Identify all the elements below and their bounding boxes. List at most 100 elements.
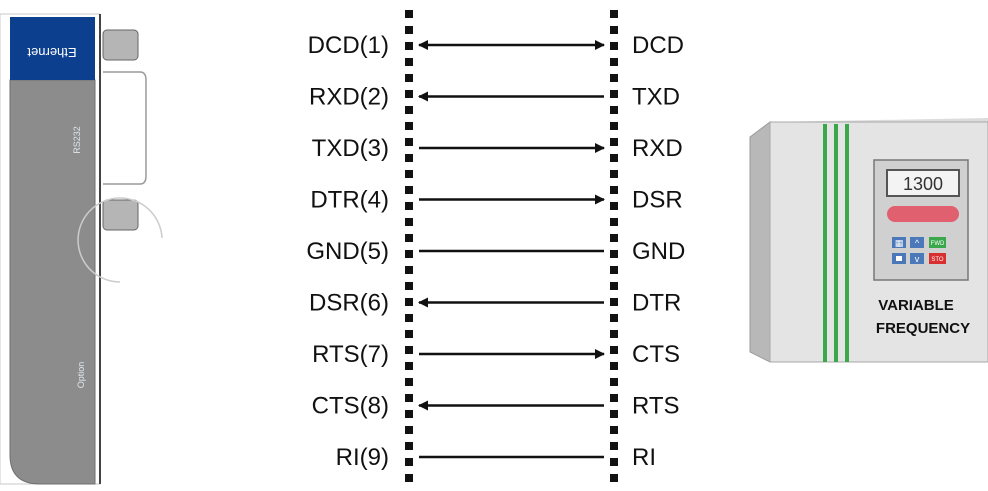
vfd-up-button bbox=[910, 237, 924, 248]
dot bbox=[610, 474, 618, 482]
vfd-stripe bbox=[845, 124, 849, 362]
dot bbox=[610, 330, 618, 338]
dot bbox=[610, 298, 618, 306]
vfd-menu-button bbox=[892, 237, 906, 248]
right-pin-label: DTR bbox=[632, 290, 681, 317]
ethernet-port bbox=[102, 29, 139, 61]
dot bbox=[405, 10, 413, 18]
vfd-display-value: 1300 bbox=[903, 174, 943, 194]
dot bbox=[405, 234, 413, 242]
dot bbox=[405, 138, 413, 146]
dot bbox=[405, 250, 413, 258]
left-pin-label: GND(5) bbox=[306, 238, 389, 265]
dot bbox=[405, 74, 413, 82]
chevron-up-icon: ^ bbox=[915, 238, 920, 248]
dot bbox=[610, 410, 618, 418]
right-pin-label: RXD bbox=[632, 135, 683, 162]
dot bbox=[610, 154, 618, 162]
option-label: Option bbox=[76, 362, 86, 389]
variable-frequency-drive: 1300 ▦ ^ FWD v STO VARIABLE FREQUENCY bbox=[749, 118, 988, 363]
dot bbox=[405, 458, 413, 466]
dot bbox=[610, 202, 618, 210]
dot bbox=[610, 442, 618, 450]
dot bbox=[610, 58, 618, 66]
rs232-label: RS232 bbox=[72, 126, 82, 154]
left-pin-label: DTR(4) bbox=[310, 187, 389, 214]
left-pin-label: RI(9) bbox=[336, 444, 389, 471]
dot bbox=[405, 106, 413, 114]
dot bbox=[610, 74, 618, 82]
dot bbox=[610, 234, 618, 242]
right-pin-label: GND bbox=[632, 238, 685, 265]
right-pin-label: CTS bbox=[632, 341, 680, 368]
dot bbox=[610, 458, 618, 466]
dot bbox=[405, 394, 413, 402]
vfd-stripe bbox=[823, 124, 827, 362]
left-pin-label: RTS(7) bbox=[312, 341, 389, 368]
dot bbox=[610, 346, 618, 354]
right-column-dots bbox=[610, 10, 618, 482]
ethernet-label: Ethernet bbox=[27, 45, 77, 60]
vfd-label-line1: VARIABLE bbox=[878, 297, 954, 314]
dot bbox=[610, 282, 618, 290]
dot bbox=[405, 442, 413, 450]
cable-curve bbox=[77, 197, 163, 283]
left-pin-label: DCD(1) bbox=[308, 32, 389, 59]
device-body bbox=[9, 79, 96, 485]
dot bbox=[610, 314, 618, 322]
right-pin-label: RTS bbox=[632, 393, 680, 420]
dot bbox=[610, 138, 618, 146]
vfd-down-button bbox=[910, 253, 924, 264]
pin-row: DCD(1)DCD bbox=[308, 32, 684, 59]
dot bbox=[610, 106, 618, 114]
left-pin-label: TXD(3) bbox=[312, 135, 389, 162]
dot bbox=[405, 346, 413, 354]
right-pin-label: DSR bbox=[632, 187, 683, 214]
vfd-display bbox=[886, 169, 960, 197]
left-pin-label: CTS(8) bbox=[312, 393, 389, 420]
dot bbox=[405, 330, 413, 338]
dot bbox=[610, 394, 618, 402]
pin-row: RXD(2) TXD bbox=[309, 84, 680, 111]
dot bbox=[405, 298, 413, 306]
dot bbox=[405, 90, 413, 98]
dot bbox=[610, 42, 618, 50]
vfd-side bbox=[749, 121, 771, 363]
dot bbox=[405, 474, 413, 482]
serial-gateway-device: Ethernet RS232 Option bbox=[0, 13, 163, 485]
right-pin-label: TXD bbox=[632, 84, 680, 111]
pin-row: TXD(3) RXD bbox=[312, 135, 683, 162]
dot bbox=[610, 378, 618, 386]
dot bbox=[405, 154, 413, 162]
vfd-fwd-button bbox=[929, 237, 946, 248]
vfd-fwd-label: FWD bbox=[931, 241, 945, 247]
square-icon bbox=[896, 256, 902, 261]
dot bbox=[610, 186, 618, 194]
dot bbox=[610, 426, 618, 434]
vfd-label-line2: FREQUENCY bbox=[876, 320, 970, 337]
dot bbox=[610, 26, 618, 34]
dot bbox=[405, 426, 413, 434]
right-pin-label: RI bbox=[632, 444, 656, 471]
pin-row: DTR(4) DSR bbox=[310, 187, 682, 214]
left-pin-label: DSR(6) bbox=[309, 290, 389, 317]
pin-row: CTS(8) RTS bbox=[312, 393, 680, 420]
vfd-stripe bbox=[834, 124, 838, 362]
dot bbox=[610, 266, 618, 274]
dot bbox=[405, 266, 413, 274]
dot bbox=[610, 218, 618, 226]
dot bbox=[405, 186, 413, 194]
dot bbox=[405, 58, 413, 66]
pin-row: DSR(6) DTR bbox=[309, 290, 681, 317]
left-column-dots bbox=[405, 10, 413, 482]
option-port bbox=[102, 199, 139, 231]
vfd-stop-label: STO bbox=[931, 257, 944, 263]
dot bbox=[610, 122, 618, 130]
left-pin-label: RXD(2) bbox=[309, 84, 389, 111]
ethernet-panel bbox=[10, 17, 95, 80]
dot bbox=[405, 122, 413, 130]
rs232-port-outline bbox=[103, 71, 147, 185]
dot bbox=[405, 282, 413, 290]
dot bbox=[405, 26, 413, 34]
